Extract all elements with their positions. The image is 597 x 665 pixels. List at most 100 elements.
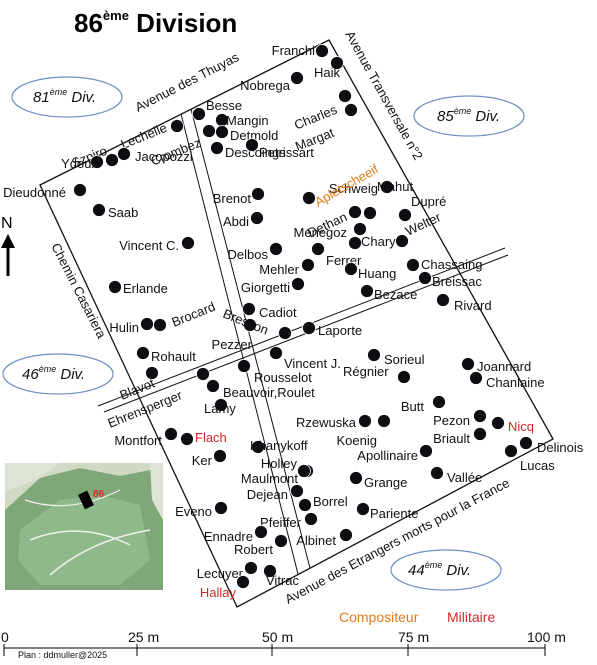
grave-label-hallay: Hallay bbox=[200, 585, 237, 600]
grave-marker-ennadre[interactable] bbox=[254, 525, 268, 539]
grave-marker-brenot[interactable] bbox=[251, 187, 265, 201]
grave-label-vitrac: Vitrac bbox=[266, 573, 299, 588]
grave-marker-vitrac[interactable] bbox=[263, 564, 277, 578]
grave-marker-maulmont[interactable] bbox=[297, 464, 311, 478]
grave-marker-beauvoir-roulet[interactable] bbox=[206, 379, 220, 393]
grave-marker-franchi[interactable] bbox=[315, 44, 329, 58]
grave-marker-sorieul[interactable] bbox=[367, 348, 381, 362]
grave-marker-vincent-c[interactable] bbox=[181, 236, 195, 250]
grave-marker-nobrega[interactable] bbox=[290, 71, 304, 85]
grave-marker-szpiro[interactable] bbox=[105, 153, 119, 167]
grave-marker-hallay[interactable] bbox=[236, 575, 250, 589]
grave-marker-cadiot[interactable] bbox=[242, 302, 256, 316]
grave-label-mahut: Mahut bbox=[377, 179, 414, 194]
grave-marker-haik[interactable] bbox=[330, 56, 344, 70]
grave-marker-dupre[interactable] bbox=[398, 208, 412, 222]
grave-marker-mahut[interactable] bbox=[363, 206, 377, 220]
grave-marker-grange[interactable] bbox=[349, 471, 363, 485]
grave-marker-bezace[interactable] bbox=[360, 284, 374, 298]
grave-marker-saab[interactable] bbox=[92, 203, 106, 217]
scale-tick-100: 100 m bbox=[527, 629, 566, 645]
grave-marker-brocard[interactable] bbox=[153, 318, 167, 332]
grave-marker-apollinaire[interactable] bbox=[419, 444, 433, 458]
grave-label-butt: Butt bbox=[401, 399, 425, 414]
grave-marker-butt[interactable] bbox=[432, 395, 446, 409]
grave-label-delinois: Delinois bbox=[537, 440, 584, 455]
grave-label-pezon: Pezon bbox=[433, 413, 470, 428]
grave-marker-huang[interactable] bbox=[344, 262, 358, 276]
grave-marker-apletscheeif[interactable] bbox=[302, 191, 316, 205]
grave-marker-bresson[interactable] bbox=[243, 318, 257, 332]
grave-label-nicq: Nicq bbox=[508, 419, 534, 434]
svg-text:86: 86 bbox=[93, 489, 105, 500]
grave-marker-dejean[interactable] bbox=[290, 484, 304, 498]
grave-marker-vincent-j[interactable] bbox=[269, 346, 283, 360]
grave-marker-rivard[interactable] bbox=[436, 293, 450, 307]
grave-label-ker: Ker bbox=[192, 453, 213, 468]
grave-label-lechelle: Lechelle bbox=[119, 120, 170, 152]
grave-marker-detmold[interactable] bbox=[215, 125, 229, 139]
grave-marker-borrel[interactable] bbox=[298, 498, 312, 512]
grave-marker-vallee[interactable] bbox=[430, 466, 444, 480]
grave-marker-menegoz[interactable] bbox=[353, 222, 367, 236]
grave-marker-rohault[interactable] bbox=[136, 346, 150, 360]
grave-marker-mehler[interactable] bbox=[301, 258, 315, 272]
grave-marker-welter[interactable] bbox=[395, 234, 409, 248]
grave-marker-blavot[interactable] bbox=[145, 366, 159, 380]
grave-marker-robert[interactable] bbox=[274, 534, 288, 548]
grave-label-robert: Robert bbox=[234, 542, 273, 557]
grave-marker-lamy[interactable] bbox=[214, 398, 228, 412]
grave-marker-lucas[interactable] bbox=[504, 444, 518, 458]
grave-marker-joannard[interactable] bbox=[461, 357, 475, 371]
grave-marker-delbos[interactable] bbox=[269, 242, 283, 256]
grave-marker-laporte[interactable] bbox=[302, 321, 316, 335]
grave-marker-dieudonne[interactable] bbox=[73, 183, 87, 197]
grave-marker-khanykoff[interactable] bbox=[251, 440, 265, 454]
grave-marker-chary[interactable] bbox=[348, 236, 362, 250]
grave-marker-chanlaine[interactable] bbox=[469, 371, 483, 385]
grave-marker-ehrensperger[interactable] bbox=[196, 367, 210, 381]
grave-marker-margat[interactable] bbox=[344, 103, 358, 117]
grave-marker-hulin[interactable] bbox=[140, 317, 154, 331]
grave-marker-flach[interactable] bbox=[180, 432, 194, 446]
grave-label-descoings: Descoings bbox=[225, 145, 286, 160]
grave-label-holley: Holley bbox=[261, 456, 298, 471]
grave-marker-delinois[interactable] bbox=[519, 436, 533, 450]
grave-marker-ydoux[interactable] bbox=[90, 155, 104, 169]
grave-label-lucas: Lucas bbox=[520, 458, 555, 473]
grave-marker-pariente[interactable] bbox=[356, 502, 370, 516]
grave-marker-nicq[interactable] bbox=[491, 416, 505, 430]
grave-marker-rzewuska[interactable] bbox=[358, 414, 372, 428]
grave-marker-montfort[interactable] bbox=[164, 427, 178, 441]
grave-label-menegoz: Menegoz bbox=[294, 225, 347, 240]
grave-marker-rousselot[interactable] bbox=[237, 359, 251, 373]
grave-marker-crombez[interactable] bbox=[202, 124, 216, 138]
grave-marker-eveno[interactable] bbox=[214, 501, 228, 515]
grave-marker-lecuyer[interactable] bbox=[244, 561, 258, 575]
grave-marker-koenig[interactable] bbox=[377, 414, 391, 428]
grave-marker-ker[interactable] bbox=[213, 449, 227, 463]
grave-marker-erlande[interactable] bbox=[108, 280, 122, 294]
grave-label-koenig: Koenig bbox=[337, 433, 377, 448]
grave-marker-jacopozzi[interactable] bbox=[117, 147, 131, 161]
grave-marker-petrissart[interactable] bbox=[245, 138, 259, 152]
grave-marker-schweig[interactable] bbox=[380, 180, 394, 194]
division-44: 44ème Div. bbox=[390, 549, 502, 591]
grave-marker-pezon[interactable] bbox=[473, 409, 487, 423]
grave-marker-breissac[interactable] bbox=[418, 271, 432, 285]
grave-marker-briault[interactable] bbox=[473, 427, 487, 441]
grave-marker-abdi[interactable] bbox=[250, 211, 264, 225]
grave-marker-giorgetti[interactable] bbox=[291, 277, 305, 291]
grave-marker-lechelle[interactable] bbox=[170, 119, 184, 133]
grave-marker-besse[interactable] bbox=[192, 107, 206, 121]
grave-marker-pezzer[interactable] bbox=[278, 326, 292, 340]
grave-marker-chassaing[interactable] bbox=[406, 258, 420, 272]
grave-marker-dethan[interactable] bbox=[348, 205, 362, 219]
grave-marker-regnier[interactable] bbox=[397, 370, 411, 384]
grave-label-flach: Flach bbox=[195, 430, 227, 445]
grave-marker-pfeiffer[interactable] bbox=[304, 512, 318, 526]
grave-marker-charles[interactable] bbox=[338, 89, 352, 103]
grave-marker-descoings[interactable] bbox=[210, 141, 224, 155]
grave-marker-ferrer[interactable] bbox=[311, 242, 325, 256]
grave-marker-albinet[interactable] bbox=[339, 528, 353, 542]
